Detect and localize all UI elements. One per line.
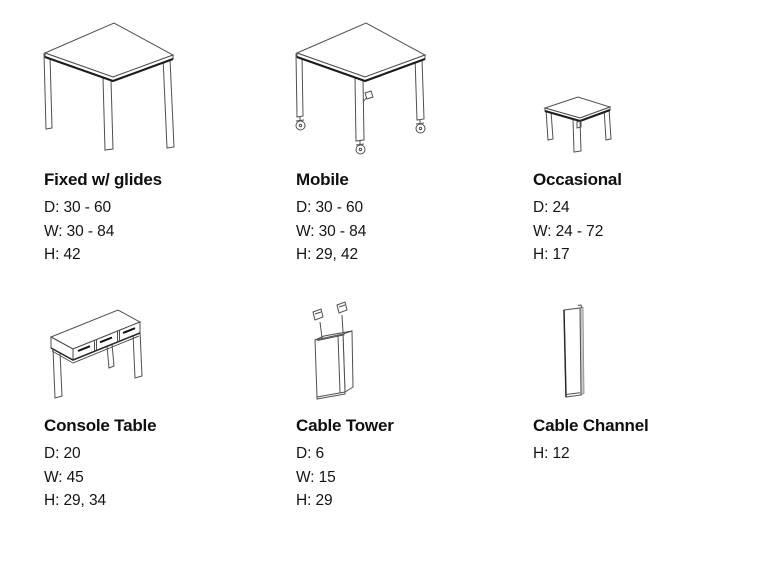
product-title: Occasional: [533, 170, 622, 189]
caster-wheel-icon: [415, 120, 426, 134]
spec-line-depth: D: 20: [44, 445, 81, 462]
product-card-console-table: Console Table D: 20 W: 45 H: 29, 34: [44, 416, 157, 513]
spec-line-height: H: 17: [533, 246, 570, 263]
product-title: Fixed w/ glides: [44, 170, 162, 189]
power-plug-icon: [336, 301, 348, 314]
spec-line-height: H: 29, 34: [44, 492, 107, 509]
product-title: Console Table: [44, 416, 157, 435]
fixed-table-illustration: [43, 22, 175, 151]
product-card-cable-channel: Cable Channel H: 12: [533, 416, 649, 466]
spec-line-height: H: 29, 42: [296, 246, 359, 263]
product-card-cable-tower: Cable Tower D: 6 W: 15 H: 29: [296, 416, 394, 513]
spec-line-width: W: 24 - 72: [533, 222, 604, 240]
spec-line-depth: D: 30 - 60: [296, 199, 364, 216]
occasional-table-illustration: [543, 96, 612, 153]
spec-line-width: W: 30 - 84: [44, 222, 115, 240]
drawer-handle-icon: [122, 327, 136, 334]
spec-line-depth: D: 24: [533, 199, 570, 216]
drawer-handle-icon: [77, 345, 91, 352]
cable-channel-illustration: [563, 304, 585, 398]
caster-wheel-icon: [355, 141, 366, 155]
product-card-occasional: Occasional D: 24 W: 24 - 72 H: 17: [533, 170, 622, 267]
product-card-mobile: Mobile D: 30 - 60 W: 30 - 84 H: 29, 42: [296, 170, 366, 267]
mobile-table-illustration: [295, 22, 427, 155]
product-card-fixed-glides: Fixed w/ glides D: 30 - 60 W: 30 - 84 H:…: [44, 170, 162, 267]
spec-line-height: H: 12: [533, 445, 570, 462]
product-title: Cable Channel: [533, 416, 649, 435]
spec-line-height: H: 42: [44, 246, 81, 263]
product-title: Mobile: [296, 170, 349, 189]
spec-line-depth: D: 6: [296, 445, 325, 462]
spec-line-width: W: 15: [296, 468, 336, 486]
spec-line-width: W: 45: [44, 468, 84, 486]
caster-wheel-icon: [295, 117, 306, 131]
spec-line-depth: D: 30 - 60: [44, 199, 112, 216]
power-plug-icon: [312, 308, 324, 321]
drawer-handle-icon: [99, 336, 113, 344]
cable-tower-illustration: [312, 301, 354, 400]
product-title: Cable Tower: [296, 416, 394, 435]
console-table-illustration: [49, 309, 143, 399]
spec-line-width: W: 30 - 84: [296, 222, 367, 240]
spec-line-height: H: 29: [296, 492, 333, 509]
